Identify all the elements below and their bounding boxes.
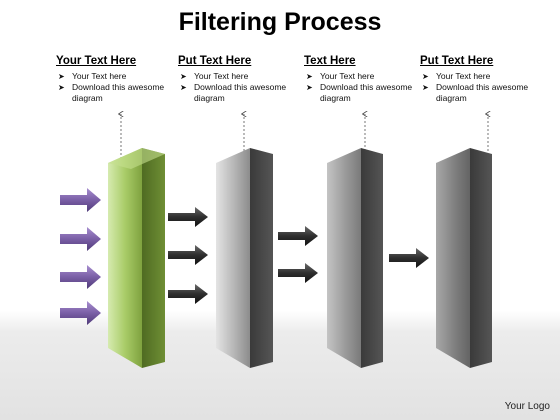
list-item: ➤Your Text here	[422, 71, 491, 81]
chevron-bullet-icon: ➤	[306, 72, 313, 81]
right-arrow-icon	[168, 207, 208, 227]
chevron-bullet-icon: ➤	[58, 72, 65, 81]
column-heading: Put Text Here	[178, 55, 252, 67]
right-arrow-icon	[278, 263, 318, 283]
column-heading: Put Text Here	[420, 55, 494, 67]
right-arrow-icon	[60, 227, 101, 251]
filter-panel-4	[436, 148, 492, 368]
list-item: ➤Your Text here	[58, 71, 127, 81]
right-arrow-icon	[168, 284, 208, 304]
bullet-list: ➤Your Text here ➤Download this awesome d…	[56, 71, 181, 104]
bullet-list: ➤Your Text here ➤Download this awesome d…	[420, 71, 545, 104]
bullet-list: ➤Your Text here ➤Download this awesome d…	[178, 71, 303, 104]
list-item: ➤Download this awesome diagram	[306, 82, 413, 103]
list-item: ➤Your Text here	[306, 71, 375, 81]
chevron-bullet-icon: ➤	[306, 83, 313, 92]
right-arrow-icon	[168, 245, 208, 265]
chevron-bullet-icon: ➤	[180, 72, 187, 81]
chevron-bullet-icon: ➤	[180, 83, 187, 92]
chevron-bullet-icon: ➤	[422, 72, 429, 81]
filter-panel-3	[327, 148, 383, 368]
right-arrow-icon	[278, 226, 318, 246]
right-arrow-icon	[60, 265, 101, 289]
right-arrow-icon	[60, 301, 101, 325]
right-arrow-icon	[60, 188, 101, 212]
list-item: ➤Your Text here	[180, 71, 249, 81]
logo-text: Your Logo	[504, 401, 550, 412]
filter-panel-2	[216, 148, 273, 368]
slide-title: Filtering Process	[178, 8, 382, 36]
bullet-list: ➤Your Text here ➤Download this awesome d…	[304, 71, 429, 104]
text-column-4: Put Text Here ➤Your Text here ➤Download …	[420, 55, 545, 104]
column-heading: Your Text Here	[56, 55, 137, 67]
right-arrow-icon	[389, 248, 429, 268]
text-column-3: Text Here ➤Your Text here ➤Download this…	[304, 55, 429, 104]
text-column-2: Put Text Here ➤Your Text here ➤Download …	[178, 55, 303, 104]
list-item: ➤Download this awesome diagram	[422, 82, 529, 103]
list-item: ➤Download this awesome diagram	[58, 82, 165, 103]
filter-panel-1	[108, 148, 165, 368]
list-item: ➤Download this awesome diagram	[180, 82, 287, 103]
column-heading: Text Here	[304, 55, 356, 67]
chevron-bullet-icon: ➤	[58, 83, 65, 92]
chevron-bullet-icon: ➤	[422, 83, 429, 92]
text-column-1: Your Text Here ➤Your Text here ➤Download…	[56, 55, 181, 104]
